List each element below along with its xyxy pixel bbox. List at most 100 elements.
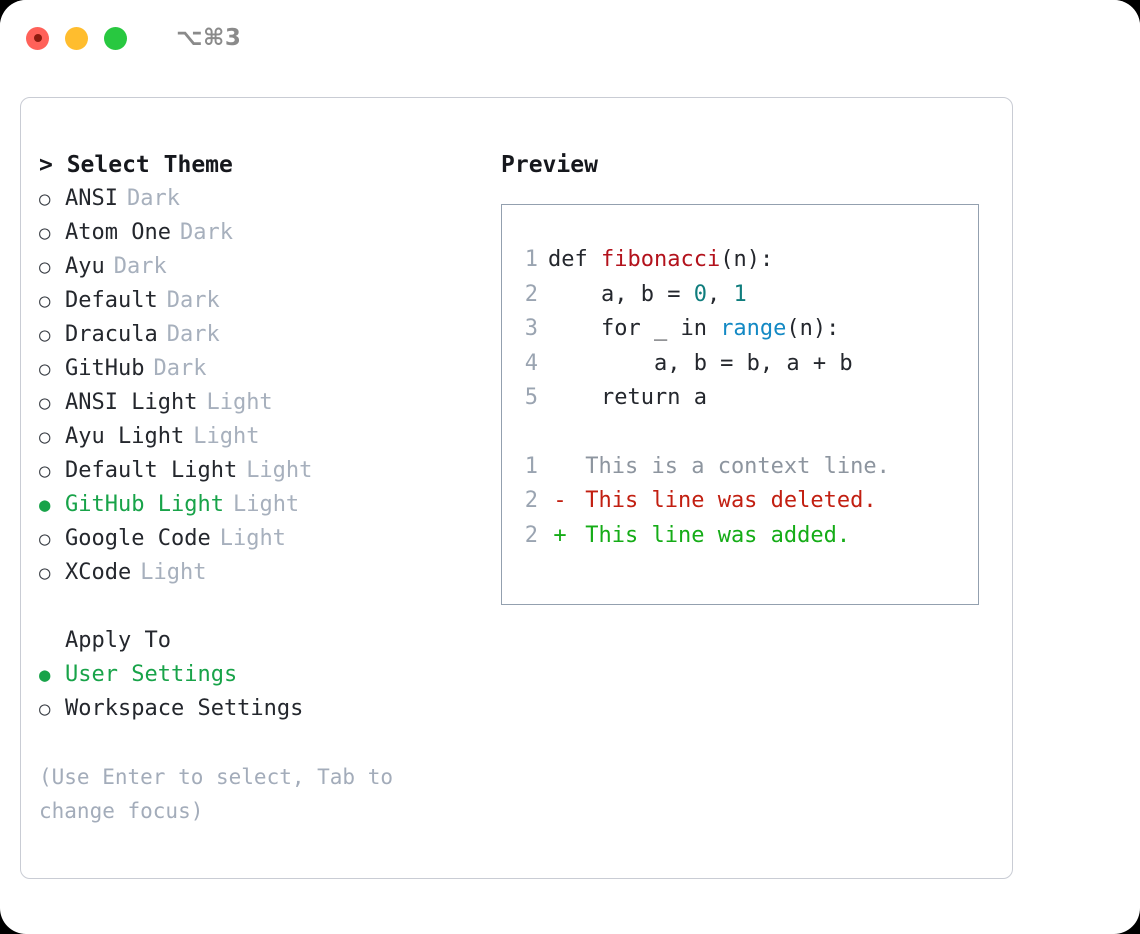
theme-option-default[interactable]: ○ Default Dark: [39, 284, 491, 318]
theme-option-kind: Light: [246, 458, 313, 483]
code-line-text: a, b = 0, 1: [548, 278, 747, 313]
theme-option-kind: Light: [219, 526, 286, 551]
diff-line-ctx: 1 This is a context line.: [502, 450, 978, 485]
code-line: 5 return a: [502, 381, 978, 416]
apply-to-option-list[interactable]: ● User Settings ○Workspace Settings: [39, 658, 491, 726]
radio-unselected-icon: ○: [39, 290, 51, 312]
select-theme-heading: > Select Theme: [39, 152, 233, 178]
diff-line-number: 2: [524, 522, 538, 548]
theme-option-kind: Dark: [126, 186, 180, 211]
theme-option-default-light[interactable]: ○ Default Light Light: [39, 454, 491, 488]
theme-option-ansi[interactable]: ○ ANSI Dark: [39, 182, 491, 216]
theme-option-kind: Light: [140, 560, 207, 585]
code-token-plain: (n):: [720, 247, 774, 272]
diff-marker: +: [553, 522, 567, 548]
minimize-window-icon[interactable]: [65, 26, 88, 50]
code-line-number: 5: [524, 385, 538, 410]
radio-unselected-icon: ○: [39, 392, 51, 414]
theme-option-ansi-light[interactable]: ○ ANSI Light Light: [39, 386, 491, 420]
theme-option-kind: Dark: [113, 254, 167, 279]
theme-option-label: Default Light: [65, 458, 238, 483]
code-line-text: def fibonacci(n):: [548, 243, 773, 278]
code-line: 1 def fibonacci(n):: [502, 243, 978, 278]
code-token-plain: ,: [706, 281, 734, 307]
diff-line-text: This line was added.: [572, 522, 851, 548]
code-line-number: 1: [524, 247, 538, 272]
code-line-text: for _ in range(n):: [548, 312, 839, 347]
radio-unselected-icon: ○: [39, 562, 51, 584]
theme-option-label: Ayu Light: [65, 424, 185, 449]
diff-line-text: This line was deleted.: [572, 488, 877, 513]
radio-unselected-icon: ○: [39, 426, 51, 448]
radio-unselected-icon: ○: [39, 460, 51, 482]
theme-option-label: Ayu: [65, 254, 105, 279]
theme-option-label: Atom One: [65, 220, 171, 245]
theme-option-kind: Light: [193, 424, 260, 449]
code-line: 4 a, b = b, a + b: [502, 347, 978, 382]
close-window-icon[interactable]: [26, 26, 49, 50]
radio-unselected-icon: ○: [39, 358, 51, 380]
theme-option-label: GitHub: [65, 356, 145, 381]
theme-option-kind: Light: [206, 390, 273, 415]
theme-option-label: Google Code: [65, 526, 211, 551]
diff-line-text: This is a context line.: [572, 453, 890, 479]
radio-unselected-icon: ○: [39, 222, 51, 244]
code-token-plain: a, b = b, a + b: [548, 350, 853, 376]
diff-line-del: 2- This line was deleted.: [502, 484, 978, 519]
radio-unselected-icon: ○: [39, 188, 51, 210]
theme-option-label: XCode: [65, 560, 132, 585]
code-token-fn: fibonacci: [600, 247, 721, 272]
diff-line-add: 2 + This line was added.: [502, 519, 978, 554]
theme-option-label: ANSI: [65, 186, 118, 211]
radio-selected-icon: ●: [39, 664, 51, 686]
theme-option-kind: Dark: [166, 288, 220, 313]
code-line-text: a, b = b, a + b: [548, 347, 853, 382]
apply-to-option-workspace-settings[interactable]: ○Workspace Settings: [39, 692, 491, 726]
code-line: 2 a, b = 0, 1: [502, 278, 978, 313]
code-token-num: 1: [733, 281, 747, 307]
code-token-call: range: [720, 316, 787, 341]
radio-unselected-icon: ○: [39, 528, 51, 550]
code-token-plain: (n):: [786, 316, 840, 341]
code-line-number: 2: [524, 281, 538, 307]
preview-spacer: [502, 416, 978, 450]
keyboard-hint-text: (Use Enter to select, Tab to change focu…: [39, 765, 406, 823]
theme-option-label: Default: [65, 288, 158, 313]
radio-unselected-icon: ○: [39, 324, 51, 346]
diff-marker: [548, 450, 572, 485]
code-line-number: 4: [524, 350, 538, 376]
apply-to-heading: Apply To: [65, 628, 171, 653]
theme-option-xcode[interactable]: ○ XCode Light: [39, 556, 491, 590]
code-line-number: 3: [524, 316, 538, 341]
code-line: 3 for _ in range(n):: [502, 312, 978, 347]
theme-option-kind: Light: [232, 492, 300, 517]
preview-heading: Preview: [501, 152, 598, 178]
diff-sample: 1 This is a context line.2- This line wa…: [502, 450, 978, 554]
code-line-text: return a: [548, 381, 707, 416]
theme-option-label: GitHub Light: [65, 492, 224, 517]
apply-to-option-label: User Settings: [65, 662, 238, 687]
diff-line-number: 1: [524, 453, 538, 479]
keyboard-shortcut-label: ⌥⌘3: [176, 25, 242, 51]
theme-option-ayu-light[interactable]: ○ Ayu Light Light: [39, 420, 491, 454]
code-token-plain: a, b =: [548, 281, 694, 307]
theme-option-kind: Dark: [166, 322, 220, 347]
theme-option-google-code[interactable]: ○ Google Code Light: [39, 522, 491, 556]
title-bar: ⌥⌘3: [0, 0, 1140, 76]
code-token-plain: return a: [548, 385, 707, 410]
theme-option-label: ANSI Light: [65, 390, 198, 415]
maximize-window-icon[interactable]: [104, 26, 127, 50]
apply-to-option-user-settings[interactable]: ● User Settings: [39, 658, 491, 692]
code-token-plain: for _ in: [548, 316, 721, 341]
